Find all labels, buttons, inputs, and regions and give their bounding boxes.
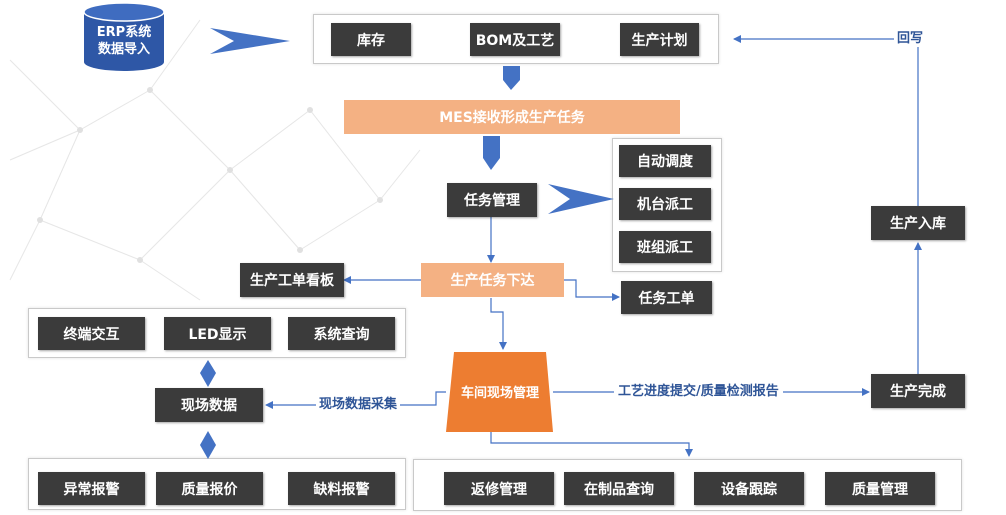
erp-label-line1: ERP系统 (96, 25, 152, 40)
production-done-box[interactable]: 生产完成 (871, 374, 965, 408)
field-data-collection-label: 现场数据采集 (316, 397, 401, 413)
material-shortage-alarm-box[interactable]: 缺料报警 (288, 472, 395, 505)
work-order-kanban-box[interactable]: 生产工单看板 (240, 263, 344, 297)
wip-query-box[interactable]: 在制品查询 (564, 472, 674, 505)
down-chevron-arrow-2 (483, 136, 500, 170)
led-display-box[interactable]: LED显示 (164, 317, 271, 350)
field-data-box[interactable]: 现场数据 (155, 388, 263, 422)
dispatch-chevron-arrow (548, 184, 614, 214)
quality-quote-box[interactable]: 质量报价 (156, 472, 263, 505)
terminal-interaction-box[interactable]: 终端交互 (38, 317, 145, 350)
exception-alarm-box[interactable]: 异常报警 (38, 472, 145, 505)
link-diamond-icon (200, 360, 216, 387)
writeback-label: 回写 (894, 31, 927, 47)
import-chevron-arrow (210, 28, 290, 54)
team-dispatch-box[interactable]: 班组派工 (619, 231, 711, 263)
down-chevron-arrow (503, 66, 520, 90)
link-diamond-icon-2 (200, 431, 216, 459)
progress-quality-report-label: 工艺进度提交/质量检测报告 (614, 384, 783, 400)
auto-schedule-box[interactable]: 自动调度 (619, 145, 711, 177)
inventory-box[interactable]: 库存 (331, 23, 411, 56)
machine-dispatch-box[interactable]: 机台派工 (619, 188, 711, 220)
mes-task-bar[interactable]: MES接收形成生产任务 (344, 100, 680, 134)
erp-import-label: ERP系统 数据导入 (86, 24, 162, 58)
workshop-management-label[interactable]: 车间现场管理 (460, 386, 539, 401)
task-management-box[interactable]: 任务管理 (447, 183, 537, 217)
erp-label-line2: 数据导入 (97, 42, 150, 57)
production-plan-box[interactable]: 生产计划 (620, 23, 699, 56)
warehouse-in-box[interactable]: 生产入库 (871, 206, 965, 240)
rework-management-box[interactable]: 返修管理 (444, 472, 554, 505)
task-release-box[interactable]: 生产任务下达 (421, 263, 564, 297)
task-order-box[interactable]: 任务工单 (621, 281, 712, 314)
quality-management-box[interactable]: 质量管理 (825, 472, 935, 505)
erp-database-icon (83, 2, 165, 71)
equipment-tracking-box[interactable]: 设备跟踪 (694, 472, 804, 505)
system-query-box[interactable]: 系统查询 (288, 317, 395, 350)
bom-process-box[interactable]: BOM及工艺 (470, 23, 560, 56)
workshop-shape (446, 352, 553, 432)
